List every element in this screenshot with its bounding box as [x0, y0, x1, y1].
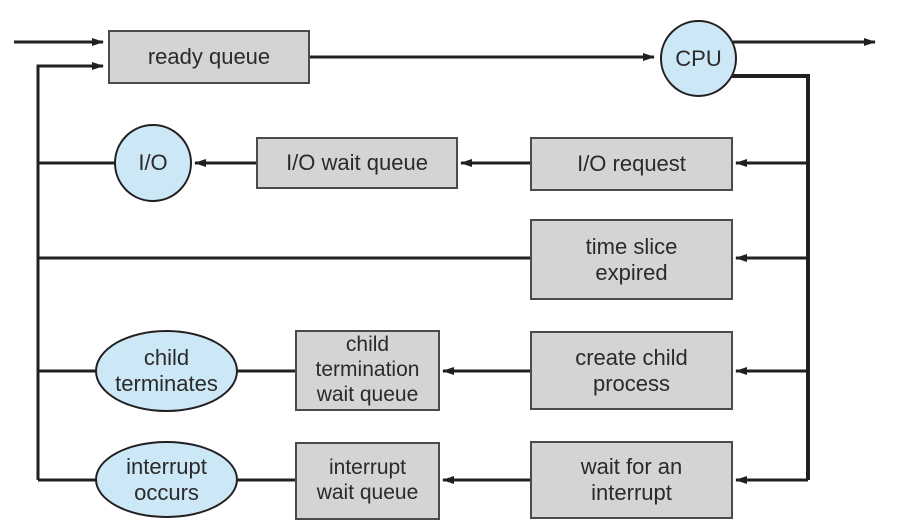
interrupt-occurs-ellipse: interrupt occurs [95, 441, 238, 518]
ready-queue-box: ready queue [108, 30, 310, 84]
io-request-box: I/O request [530, 137, 733, 191]
edge-left-feedback-line [36, 62, 104, 480]
wait-for-an-interrupt-box: wait for an interrupt [530, 441, 733, 519]
time-slice-expired-box: time slice expired [530, 219, 733, 300]
interrupt-wait-queue-box: interrupt wait queue [295, 442, 440, 520]
child-termination-wait-queue-box: child termination wait queue [295, 330, 440, 411]
edge-cpu-dispatch-line [730, 74, 810, 480]
cpu-node: CPU [660, 20, 737, 97]
io-node: I/O [114, 124, 192, 202]
create-child-process-box: create child process [530, 331, 733, 410]
io-wait-queue-box: I/O wait queue [256, 137, 458, 189]
child-terminates-ellipse: child terminates [95, 330, 238, 412]
